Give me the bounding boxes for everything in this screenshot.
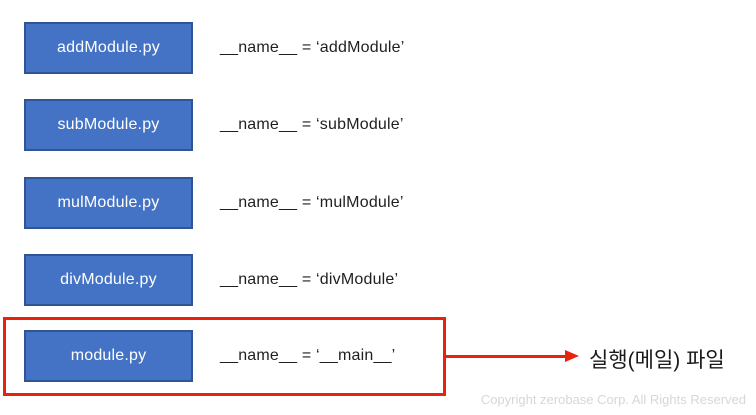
module-name-value: __name__ = ‘mulModule’ (220, 194, 404, 211)
module-row: divModule.py __name__ = ‘divModule’ (0, 254, 756, 306)
copyright-notice: Copyright zerobase Corp. All Rights Rese… (480, 392, 746, 407)
module-file-box: addModule.py (24, 22, 193, 74)
main-module-highlight-rect (3, 317, 446, 396)
module-file-label: addModule.py (57, 39, 160, 56)
module-row: addModule.py __name__ = ‘addModule’ (0, 22, 756, 74)
module-row-highlighted: module.py __name__ = ‘__main__’ (0, 330, 756, 382)
module-file-box: divModule.py (24, 254, 193, 306)
module-file-label: divModule.py (60, 271, 157, 288)
annotation-arrow-head-icon (565, 350, 579, 362)
annotation-arrow-line (446, 355, 567, 358)
module-name-value: __name__ = ‘divModule’ (220, 271, 399, 288)
module-name-value: __name__ = ‘__main__’ (220, 347, 396, 364)
module-file-label: mulModule.py (57, 194, 160, 211)
module-file-label: subModule.py (57, 116, 160, 133)
module-file-box: mulModule.py (24, 177, 193, 229)
module-file-box: module.py (24, 330, 193, 382)
module-file-box: subModule.py (24, 99, 193, 151)
module-row: subModule.py __name__ = ‘subModule’ (0, 99, 756, 151)
module-file-label: module.py (70, 347, 147, 364)
module-name-value: __name__ = ‘subModule’ (220, 116, 404, 133)
module-name-value: __name__ = ‘addModule’ (220, 39, 405, 56)
main-file-annotation: 실행(메일) 파일 (589, 349, 725, 372)
module-row: mulModule.py __name__ = ‘mulModule’ (0, 177, 756, 229)
